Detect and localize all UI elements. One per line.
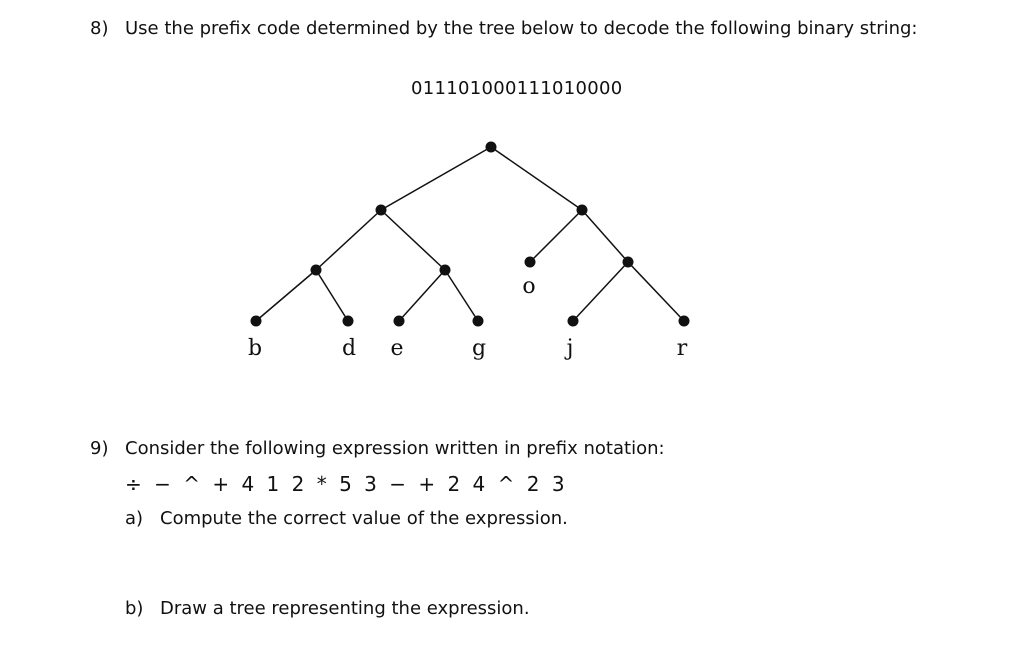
leaf-node-b: [250, 315, 262, 327]
leaf-label-b: b: [248, 336, 262, 361]
edge-root-left: [380, 146, 492, 211]
edge-rr-j: [572, 261, 629, 322]
leaf-labels: b d e g o j r: [248, 274, 688, 361]
leaf-label-o: o: [522, 274, 535, 299]
leaf-label-r: r: [677, 336, 688, 361]
edge-lr-e: [398, 269, 446, 322]
leaf-node-j: [567, 315, 579, 327]
tree-nodes: [250, 141, 690, 327]
edge-rr-r: [627, 261, 685, 322]
leaf-node-d: [342, 315, 354, 327]
node-left: [375, 204, 387, 216]
question-8-prompt: Use the prefix code determined by the tr…: [125, 18, 918, 39]
leaf-node-o: [524, 256, 536, 268]
node-left-right: [439, 264, 451, 276]
leaf-label-g: g: [472, 336, 486, 361]
leaf-node-e: [393, 315, 405, 327]
prefix-expression: ÷ − ^ + 4 1 2 * 5 3 − + 2 4 ^ 2 3: [125, 472, 566, 496]
question-8-number: 8): [90, 18, 109, 39]
node-root: [485, 141, 497, 153]
edge-lr-g: [444, 269, 479, 322]
leaf-node-g: [472, 315, 484, 327]
leaf-label-e: e: [390, 336, 403, 361]
tree-edges: [255, 146, 685, 322]
part-b-label: b): [125, 598, 144, 619]
node-right: [576, 204, 588, 216]
part-a-label: a): [125, 508, 144, 529]
binary-string: 011101000111010000: [411, 78, 623, 99]
leaf-label-j: j: [564, 336, 574, 361]
node-right-right: [622, 256, 634, 268]
question-9-prompt: Consider the following expression writte…: [125, 438, 665, 459]
edge-l-ll: [315, 209, 382, 271]
leaf-node-r: [678, 315, 690, 327]
edge-l-lr: [380, 209, 446, 271]
edge-ll-d: [315, 269, 349, 322]
edge-root-right: [490, 146, 583, 211]
edge-ll-b: [255, 269, 317, 322]
part-b-text: Draw a tree representing the expression.: [160, 598, 530, 619]
edge-r-o: [529, 209, 583, 263]
node-left-left: [310, 264, 322, 276]
edge-r-rr: [581, 209, 629, 263]
part-a-text: Compute the correct value of the express…: [160, 508, 568, 529]
question-9-number: 9): [90, 438, 109, 459]
leaf-label-d: d: [342, 336, 356, 361]
